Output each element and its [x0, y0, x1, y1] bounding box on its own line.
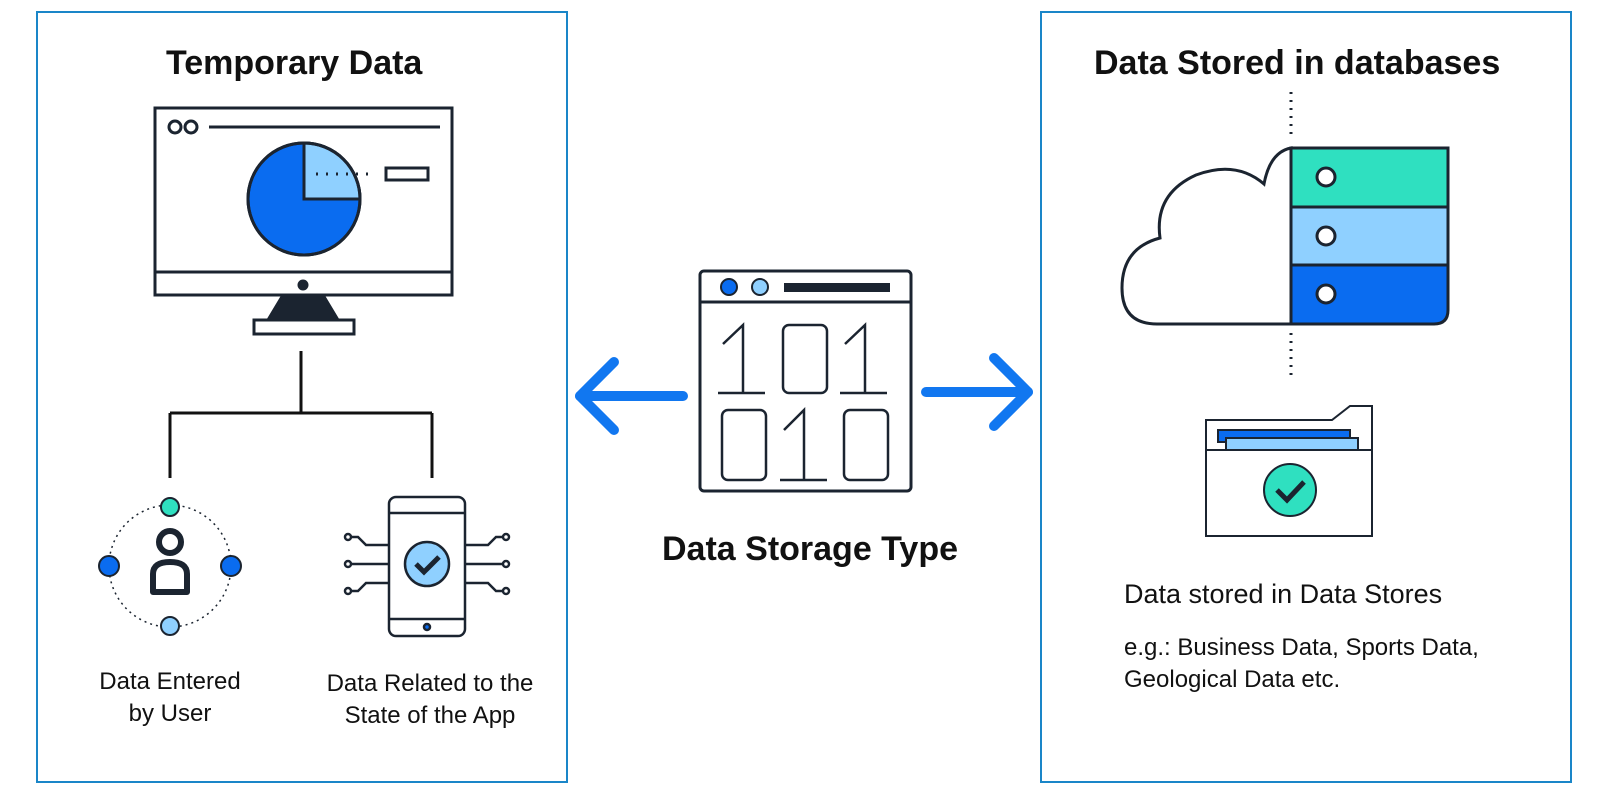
- folder-check-icon: [1205, 405, 1373, 537]
- arrow-right-icon: [921, 353, 1033, 431]
- app-state-data-label: Data Related to the State of the App: [326, 670, 534, 729]
- binary-window-icon: [698, 269, 913, 493]
- database-data-panel: [1040, 11, 1572, 783]
- monitor-icon: [153, 106, 454, 336]
- user-icon: [98, 497, 242, 636]
- data-entered-by-user-label: Data Entered by User: [99, 668, 241, 727]
- data-stored-in-databases-title: Data Stored in databases: [1094, 44, 1501, 82]
- data-storage-type-title: Data Storage Type: [662, 530, 959, 568]
- cloud-database-icon: [1120, 92, 1450, 378]
- examples-text: e.g.: Business Data, Sports Data, Geolog…: [1124, 634, 1479, 693]
- connector-tree: [168, 351, 434, 478]
- temporary-data-title: Temporary Data: [166, 44, 423, 82]
- arrow-left-icon: [575, 357, 688, 435]
- phone-icon: [343, 495, 511, 638]
- data-stores-description: Data stored in Data Stores: [1124, 579, 1443, 609]
